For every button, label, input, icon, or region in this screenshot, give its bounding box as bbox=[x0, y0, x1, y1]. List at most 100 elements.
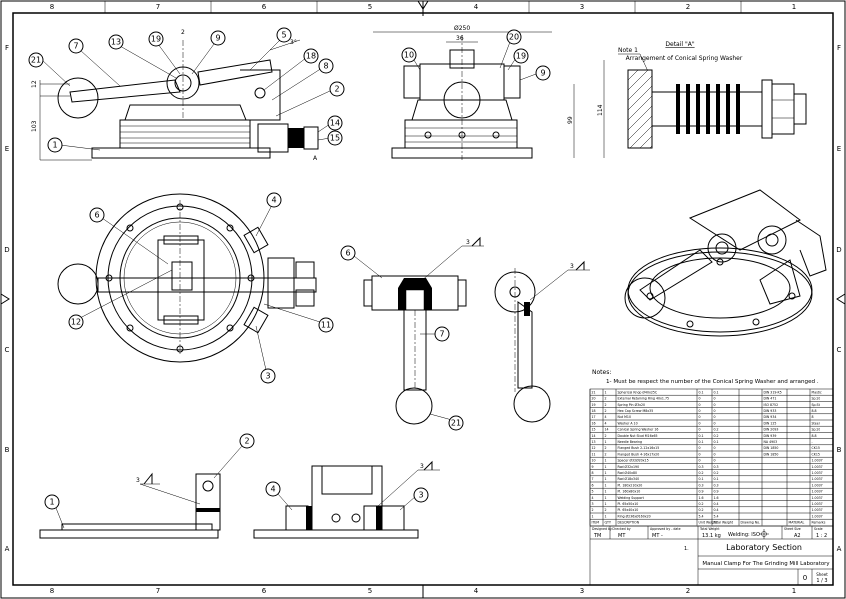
bom-cell: 12 bbox=[592, 446, 596, 450]
zone-top-2: 2 bbox=[686, 3, 690, 11]
bom-cell: Ring Ø236xØ160x20 bbox=[618, 513, 651, 518]
bom-cell: DIN 1850 bbox=[764, 452, 779, 456]
top-balloons: 6 4 12 11 3 bbox=[68, 192, 334, 384]
total-weight-label: Total Weight bbox=[699, 527, 720, 531]
bom-cell: Welding Support bbox=[618, 496, 645, 500]
bom-cell: 0 bbox=[699, 452, 701, 456]
balloon-side-9: 9 bbox=[535, 65, 551, 81]
balloon-15: 15 bbox=[327, 130, 343, 146]
bom-cell: Spring Pin Ø3x20 bbox=[618, 402, 646, 407]
bom-cell: 21 bbox=[592, 390, 596, 394]
zone-left-E: E bbox=[5, 145, 9, 153]
bom-cell: 0.2 bbox=[714, 428, 719, 432]
bom-header-cell: ITEM bbox=[591, 521, 599, 525]
bom-cell: Rod Ø18x340 bbox=[618, 476, 640, 481]
dim-side-dia: Ø250 bbox=[454, 25, 470, 32]
scale: 1 : 2 bbox=[816, 533, 827, 539]
bom-cell: 1.0037 bbox=[812, 514, 823, 518]
total-weight: 13.1 kg bbox=[702, 533, 721, 539]
bom-cell: 4 bbox=[592, 496, 594, 500]
zone-top-7: 7 bbox=[156, 3, 160, 11]
zone-right-A: A bbox=[837, 545, 842, 553]
bom-cell: 0.2 bbox=[699, 471, 704, 475]
bom-cell: Sp.St bbox=[812, 428, 821, 432]
detail-a: Detail "A" Arrangement of Conical Spring… bbox=[618, 41, 807, 149]
svg-text:20: 20 bbox=[509, 33, 519, 42]
bom-cell: 1.0037 bbox=[812, 465, 823, 469]
zone-right-F: F bbox=[837, 44, 841, 52]
bom-cell: 0 bbox=[699, 403, 701, 407]
weld-size-1: 3 bbox=[466, 239, 470, 246]
balloon-18: 18 bbox=[303, 48, 319, 64]
svg-text:9: 9 bbox=[215, 34, 220, 43]
bom-cell: Spacer Ø32Ø20x15 bbox=[618, 458, 649, 463]
bom-cell: CK15 bbox=[812, 446, 820, 450]
balloon-21: 21 bbox=[28, 52, 44, 68]
svg-text:7: 7 bbox=[439, 330, 444, 339]
bom-cell: 19 bbox=[592, 403, 596, 407]
balloon-8: 8 bbox=[318, 58, 334, 74]
bom-cell: Conical Spring Washer 16 bbox=[618, 428, 659, 432]
weld-view-1: 3 bbox=[363, 236, 484, 425]
bom-cell: 1.0037 bbox=[812, 496, 823, 500]
svg-text:21: 21 bbox=[31, 56, 41, 65]
bom-cell: 8.8 bbox=[812, 434, 817, 438]
svg-text:6: 6 bbox=[94, 211, 99, 220]
bom-cell: 2 bbox=[605, 409, 607, 413]
weld-size-4: 3 bbox=[420, 463, 424, 470]
bom-cell: DIN 933 bbox=[764, 409, 777, 413]
bom-cell: 0.2 bbox=[699, 502, 704, 506]
zone-left-A: A bbox=[5, 545, 10, 553]
balloon-bottom-3: 3 bbox=[413, 487, 429, 503]
zone-top-8: 8 bbox=[50, 3, 54, 11]
balloon-top-4: 4 bbox=[266, 192, 282, 208]
balloon-side-20: 20 bbox=[506, 29, 522, 45]
svg-text:13: 13 bbox=[111, 38, 121, 47]
bom-cell: 0.1 bbox=[699, 390, 704, 394]
bom-cell: 0 bbox=[714, 459, 716, 463]
bom-cell: Flanged Bush 2-12x16x15 bbox=[618, 446, 660, 450]
bom-header-cell: DESCRIPTION bbox=[618, 521, 640, 525]
svg-text:10: 10 bbox=[404, 51, 414, 60]
welding: Welding: ISO bbox=[728, 532, 760, 538]
bom-cell: 0.1 bbox=[699, 477, 704, 481]
bom-cell: 10 bbox=[592, 459, 596, 463]
bom-cell: 3 bbox=[592, 502, 594, 506]
svg-text:6: 6 bbox=[345, 249, 350, 258]
notes-line-1: 1- Must be respect the number of the Con… bbox=[606, 379, 819, 385]
balloon-7: 7 bbox=[68, 38, 84, 54]
designed-by-label: Designed by bbox=[592, 527, 612, 531]
approved-by: MT - bbox=[652, 533, 663, 539]
svg-text:14: 14 bbox=[330, 119, 340, 128]
balloon-weld-6: 6 bbox=[340, 245, 356, 261]
weld-balloons: 6 7 21 bbox=[340, 245, 464, 431]
bom-cell: 8 bbox=[812, 415, 814, 419]
balloon-19: 19 bbox=[148, 31, 164, 47]
bom-cell: 1 bbox=[605, 502, 607, 506]
bom-cell: DIN 125 bbox=[764, 421, 777, 425]
bom-header-cell: MATERIAL bbox=[789, 521, 805, 525]
balloon-9: 9 bbox=[210, 30, 226, 46]
zone-left-D: D bbox=[4, 246, 9, 254]
svg-text:1: 1 bbox=[49, 498, 54, 507]
bom-cell: 2 bbox=[605, 508, 607, 512]
bom-cell: 6 bbox=[592, 483, 594, 487]
bom-cell: Needle Bearing bbox=[618, 440, 643, 444]
bom-cell: 5 bbox=[592, 490, 594, 494]
bom-cell: 1 bbox=[592, 514, 594, 518]
bom-cell: 14 bbox=[605, 428, 609, 432]
bom-cell: 0.1 bbox=[714, 440, 719, 444]
svg-text:19: 19 bbox=[516, 52, 526, 61]
bom-cell: 1 bbox=[605, 465, 607, 469]
bom-cell: DIN 471 bbox=[764, 397, 777, 401]
revision: 0 bbox=[803, 574, 807, 582]
